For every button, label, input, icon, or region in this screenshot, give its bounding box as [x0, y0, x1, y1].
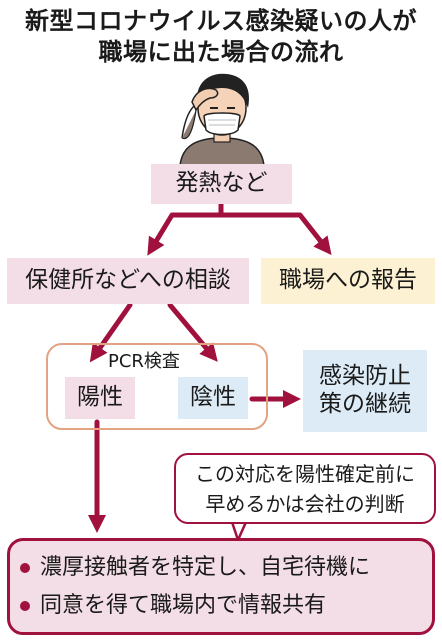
- arrow-fever-to-consult: [147, 200, 224, 256]
- list-item: 濃厚接触者を特定し、自宅待機に: [20, 549, 422, 587]
- bullet-icon: [20, 601, 30, 611]
- report-box: 職場への報告: [261, 258, 435, 304]
- callout-line-1: この対応を陽性確定前に: [195, 462, 415, 486]
- positive-box: 陽性: [65, 377, 135, 419]
- arrow-consult-to-negative: [167, 302, 218, 362]
- action-text-2: 同意を得て職場内で情報共有: [40, 593, 327, 618]
- list-item: 同意を得て職場内で情報共有: [20, 587, 422, 625]
- callout-line-2: 早めるかは会社の判断: [205, 492, 405, 516]
- negative-box: 陰性: [178, 377, 248, 419]
- report-label: 職場への報告: [279, 267, 417, 294]
- pcr-test-frame: [46, 343, 268, 430]
- arrow-consult-to-positive: [89, 302, 133, 363]
- note-callout: この対応を陽性確定前に 早めるかは会社の判断: [174, 453, 436, 524]
- fever-box: 発熱など: [151, 164, 292, 204]
- prevention-line-2: 策の継続: [319, 391, 411, 417]
- action-text-1: 濃厚接触者を特定し、自宅待機に: [40, 555, 371, 580]
- title-line-1: 新型コロナウイルス感染疑いの人が: [25, 7, 417, 35]
- bullet-icon: [20, 563, 30, 573]
- fever-label: 発熱など: [175, 170, 268, 197]
- sick-person-with-mask-icon: [179, 73, 265, 166]
- negative-label: 陰性: [190, 384, 236, 411]
- diagram-title: 新型コロナウイルス感染疑いの人が 職場に出た場合の流れ: [0, 6, 442, 68]
- consult-label: 保健所などへの相談: [25, 267, 231, 294]
- prevention-line-1: 感染防止: [319, 363, 411, 390]
- positive-actions-box: 濃厚接触者を特定し、自宅待機に 同意を得て職場内で情報共有: [7, 538, 435, 635]
- pcr-test-label: PCR検査: [108, 351, 180, 372]
- title-line-2: 職場に出た場合の流れ: [98, 38, 344, 66]
- positive-label: 陽性: [77, 384, 123, 411]
- prevention-box: 感染防止 策の継続: [303, 350, 427, 432]
- consult-box: 保健所などへの相談: [7, 258, 249, 304]
- arrow-fever-to-report: [218, 212, 332, 256]
